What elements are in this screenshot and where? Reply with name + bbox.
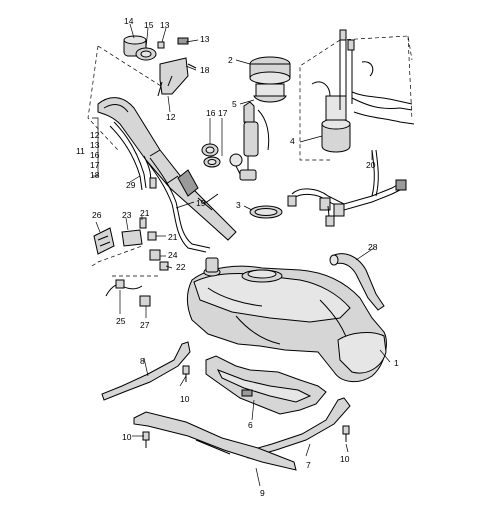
callout-4: 4	[290, 136, 295, 146]
leader-lines	[92, 23, 391, 487]
crossmember	[133, 411, 297, 471]
callout-labels: 14 15 13 13 18 12 2 5 4 16 17 3 20 19 29…	[76, 16, 399, 498]
upper-mount-bracket	[87, 35, 197, 151]
callout-13: 13	[90, 140, 100, 150]
filler-neck	[97, 97, 237, 241]
callout-6: 6	[248, 420, 253, 430]
callout-16: 16	[206, 108, 216, 118]
callout-12: 12	[90, 130, 100, 140]
heat-shield	[205, 355, 327, 415]
callout-18: 18	[90, 170, 100, 180]
callout-1: 1	[394, 358, 399, 368]
callout-2: 2	[228, 55, 233, 65]
callout-10: 10	[122, 432, 132, 442]
callout-3: 3	[236, 200, 241, 210]
callout-26: 26	[92, 210, 102, 220]
callout-10: 10	[340, 454, 350, 464]
small-fittings	[91, 177, 169, 307]
fuel-pump-sender	[201, 56, 291, 219]
callout-18: 18	[200, 65, 210, 75]
callout-13: 13	[200, 34, 210, 44]
callout-9: 9	[260, 488, 265, 498]
callout-23: 23	[122, 210, 132, 220]
callout-22: 22	[176, 262, 186, 272]
callout-19: 19	[196, 198, 206, 208]
callout-10: 10	[180, 394, 190, 404]
fuel-filter-assembly	[299, 29, 415, 161]
callout-29: 29	[126, 180, 136, 190]
callout-7: 7	[306, 460, 311, 470]
callout-20: 20	[366, 160, 376, 170]
callout-21: 21	[168, 232, 178, 242]
vent-hose-28	[329, 253, 385, 311]
callout-17: 17	[218, 108, 228, 118]
callout-28: 28	[368, 242, 378, 252]
callout-25: 25	[116, 316, 126, 326]
callout-27: 27	[140, 320, 150, 330]
callout-5: 5	[232, 99, 237, 109]
callout-8: 8	[140, 356, 145, 366]
callout-24: 24	[168, 250, 178, 260]
wiring-harness	[287, 149, 407, 227]
callout-13: 13	[160, 20, 170, 30]
fuel-tank	[187, 257, 387, 382]
callout-15: 15	[144, 20, 154, 30]
callout-21: 21	[140, 208, 150, 218]
callout-11: 11	[76, 146, 85, 156]
callout-17: 17	[90, 160, 100, 170]
callout-14: 14	[124, 16, 134, 26]
callout-12: 12	[166, 112, 176, 122]
callout-16: 16	[90, 150, 100, 160]
